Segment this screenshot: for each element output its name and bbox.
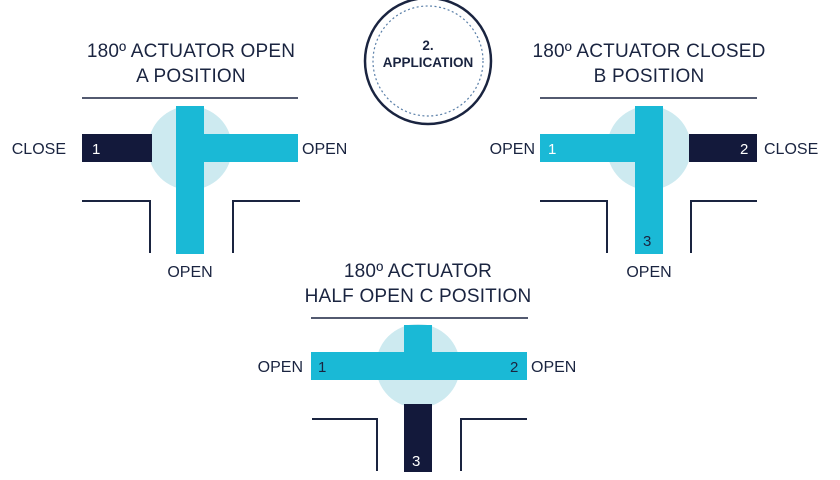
diagram-b-port-1-number: 1 bbox=[548, 141, 556, 158]
diagram-b-left-label: OPEN bbox=[490, 141, 535, 158]
badge-number: 2. bbox=[422, 38, 433, 53]
diagram-c-port-1-number: 1 bbox=[318, 359, 326, 376]
diagram-c-left-label: OPEN bbox=[258, 359, 303, 376]
diagram-a-closed-port-1 bbox=[82, 134, 152, 162]
diagram-a-pipe-wall-left bbox=[82, 200, 151, 253]
diagram-b-port-2-number: 2 bbox=[740, 141, 748, 158]
diagram-a-pipe-wall-right bbox=[232, 200, 300, 253]
diagram-b-closed-port-2 bbox=[689, 134, 757, 162]
diagram-c-pipe-wall-right bbox=[460, 418, 527, 471]
diagram-a-port-1-number: 1 bbox=[92, 141, 100, 158]
diagram-b-title-line2: B POSITION bbox=[594, 66, 705, 87]
diagram-b-pipe-wall-right bbox=[690, 200, 757, 253]
diagram-a-bottom-label: OPEN bbox=[167, 264, 212, 281]
diagram-a-open-position: 180º ACTUATOR OPEN A POSITION 1 CLOSE OP… bbox=[12, 41, 348, 281]
diagram-a-right-label: OPEN bbox=[302, 141, 347, 158]
diagram-c-open-flow-horizontal bbox=[311, 352, 527, 380]
diagram-a-title-line1: 180º ACTUATOR OPEN bbox=[87, 41, 295, 62]
diagram-a-open-flow-vertical bbox=[176, 106, 204, 254]
diagram-c-port-2-number: 2 bbox=[510, 359, 518, 376]
diagram-a-open-flow-horizontal bbox=[176, 134, 298, 162]
diagram-b-port-3-number: 3 bbox=[643, 233, 651, 250]
diagram-c-title-line1: 180º ACTUATOR bbox=[344, 261, 492, 282]
diagram-c-port-3-number: 3 bbox=[412, 453, 420, 470]
application-badge: 2. APPLICATION bbox=[363, 0, 493, 126]
badge-label: APPLICATION bbox=[383, 55, 474, 70]
badge-dashed-ring bbox=[372, 5, 484, 117]
diagram-c-pipe-wall-left bbox=[312, 418, 378, 471]
badge-outer-ring bbox=[363, 0, 493, 126]
diagram-b-pipe-wall-left bbox=[540, 200, 608, 253]
diagram-a-left-label: CLOSE bbox=[12, 141, 66, 158]
diagram-c-closed-port-3 bbox=[404, 404, 432, 472]
diagram-b-open-flow-vertical bbox=[635, 106, 663, 254]
diagram-c-half-open-position: 180º ACTUATOR HALF OPEN C POSITION 3 1 2… bbox=[258, 261, 576, 472]
diagram-c-right-label: OPEN bbox=[531, 359, 576, 376]
diagram-b-open-flow-horizontal bbox=[540, 134, 663, 162]
diagram-a-title-line2: A POSITION bbox=[136, 66, 246, 87]
diagram-b-bottom-label: OPEN bbox=[626, 264, 671, 281]
diagram-b-right-label: CLOSE bbox=[764, 141, 818, 158]
diagram-c-title-line2: HALF OPEN C POSITION bbox=[305, 286, 532, 307]
diagram-b-closed-position: 180º ACTUATOR CLOSED B POSITION 2 1 3 OP… bbox=[490, 41, 819, 281]
diagram-b-title-line1: 180º ACTUATOR CLOSED bbox=[532, 41, 765, 62]
